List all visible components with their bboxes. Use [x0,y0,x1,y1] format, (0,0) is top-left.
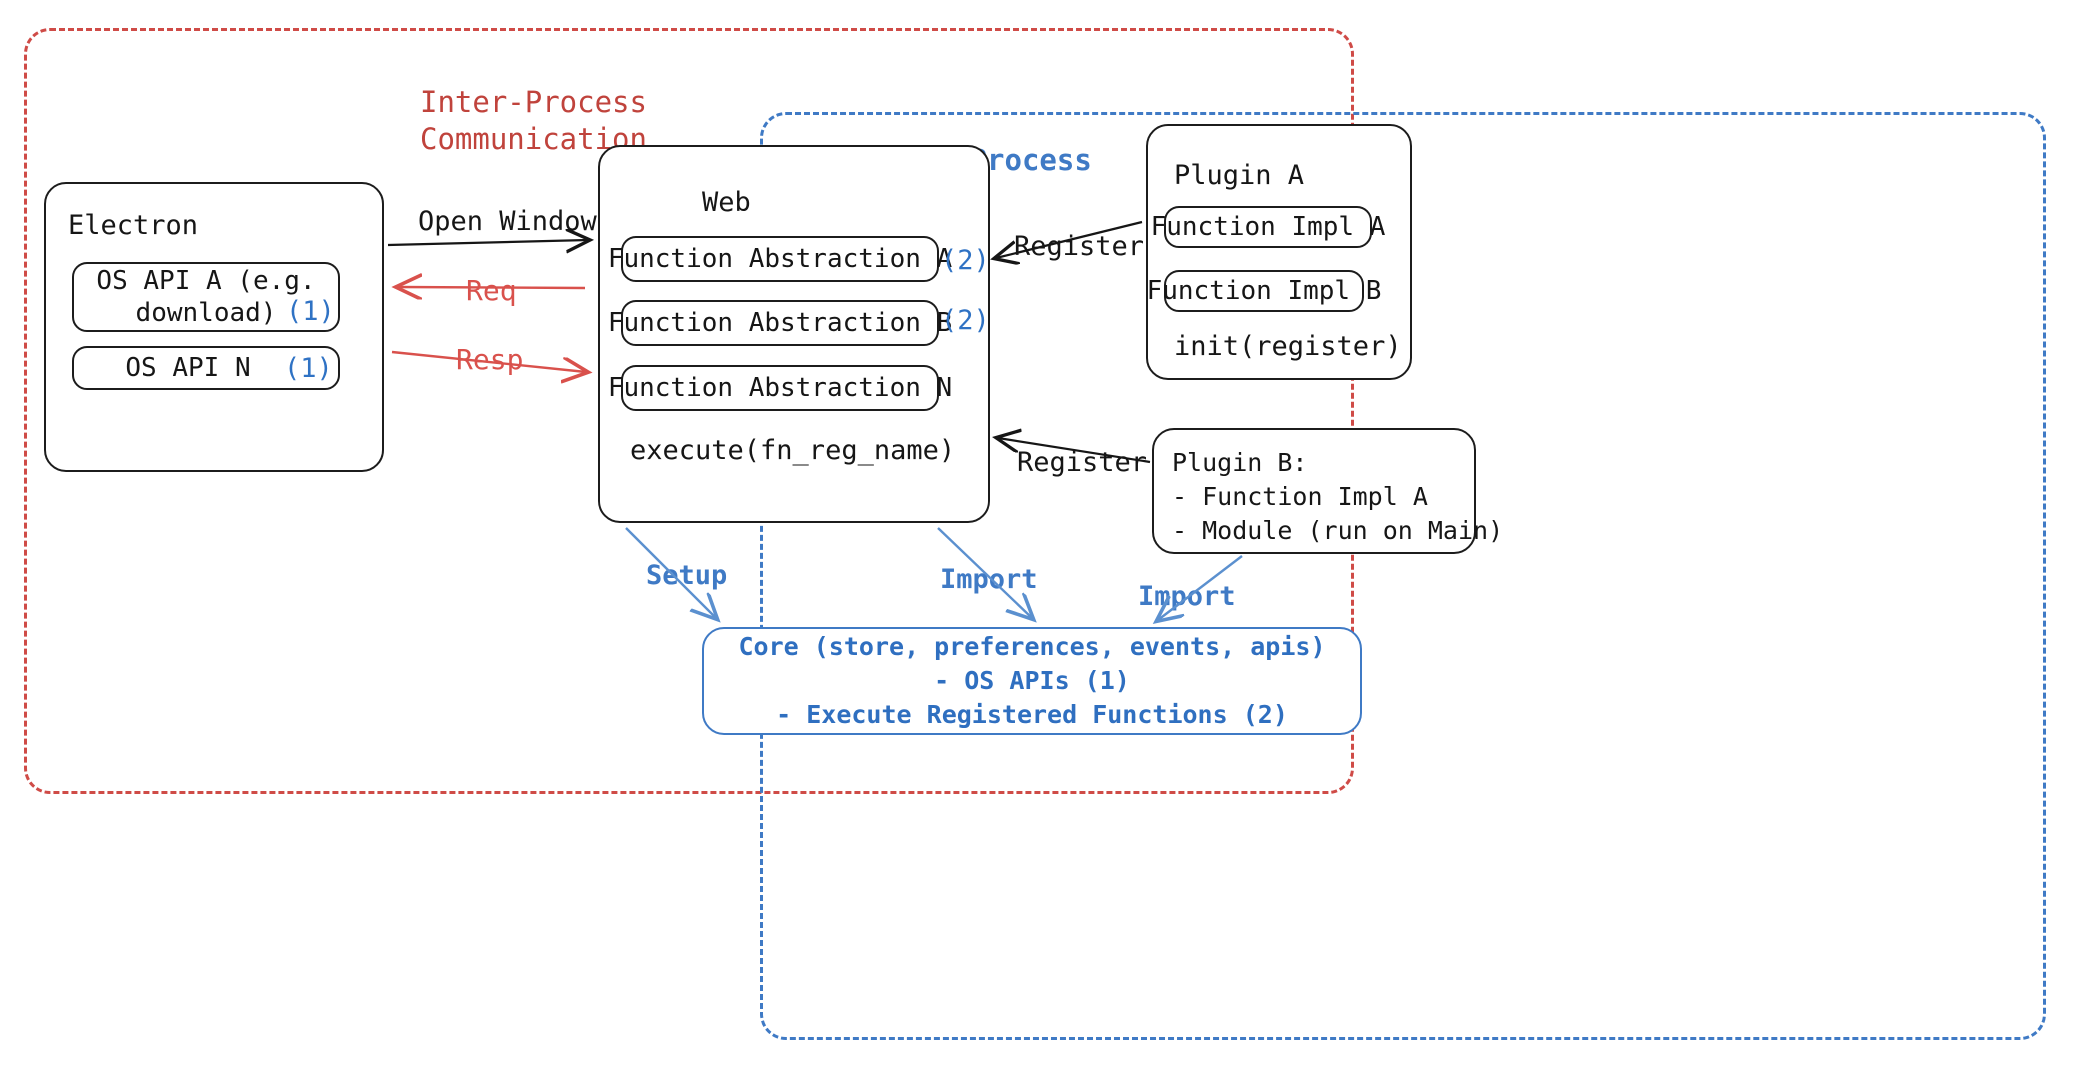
function-abstraction-b-box: Function Abstraction B [608,300,952,346]
function-impl-a-box: Function Impl A [1151,206,1385,248]
function-abstraction-n-box: Function Abstraction N [608,365,952,411]
os-api-a-box: OS API A (e.g. download) [72,262,340,332]
register-plugin-b-arrow-label: Register [1017,447,1148,478]
os-api-n-label: OS API N [125,352,251,383]
function-abstraction-a-label: Function Abstraction A [607,243,953,274]
os-api-a-label: OS API A (e.g. download) [96,265,316,329]
function-impl-a-label: Function Impl A [1150,211,1386,242]
core-text: Core (store, preferences, events, apis) … [738,632,1326,729]
function-abstraction-b-marker: (2) [941,305,990,336]
web-title: Web [702,187,751,218]
register-plugin-a-arrow-label: Register [1014,231,1145,262]
plugin-b-text: Plugin B: - Function Impl A - Module (ru… [1172,448,1504,545]
resp-arrow-label: Resp [456,343,524,376]
setup-arrow-label: Setup [646,560,728,591]
core-box: Core (store, preferences, events, apis) … [702,627,1362,735]
os-api-a-marker: (1) [286,296,335,327]
function-abstraction-a-marker: (2) [941,245,990,276]
req-arrow-label: Req [466,274,517,307]
open-window-arrow-label: Open Window [418,206,597,237]
electron-title: Electron [68,210,199,241]
function-impl-b-label: Function Impl B [1146,275,1382,306]
plugin-a-title: Plugin A [1174,160,1305,191]
os-api-n-marker: (1) [284,353,333,384]
function-abstraction-a-box: Function Abstraction A [608,236,952,282]
web-execute-label: execute(fn_reg_name) [630,435,956,466]
import-plugin-b-arrow-label: Import [1138,581,1236,612]
rendering-process-region-boundary [760,112,2046,1040]
plugin-a-box [1146,124,1412,380]
function-impl-b-box: Function Impl B [1147,270,1381,312]
plugin-a-init-label: init(register) [1174,331,1402,362]
function-abstraction-n-label: Function Abstraction N [607,372,953,403]
plugin-b-box [1152,428,1476,554]
ipc-region-boundary [24,28,1354,794]
function-abstraction-b-label: Function Abstraction B [607,307,953,338]
os-api-n-box: OS API N [72,346,340,390]
import-web-arrow-label: Import [940,564,1038,595]
